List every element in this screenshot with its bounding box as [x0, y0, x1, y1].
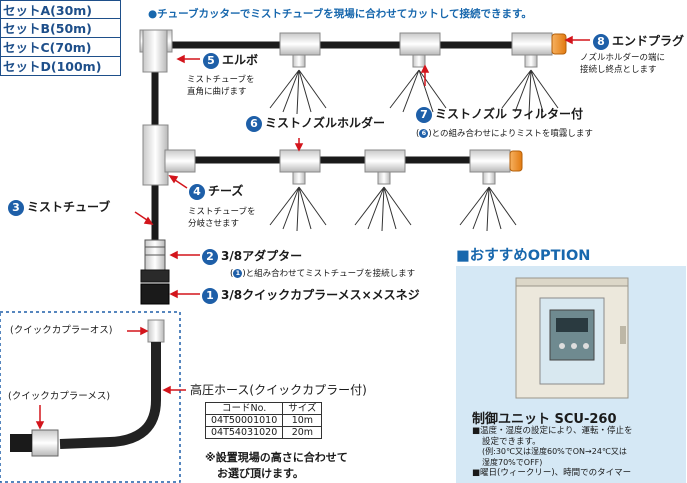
control-unit-image	[515, 277, 629, 399]
desc-text: )との組み合わせによりミストを噴霧します	[428, 129, 593, 139]
elbow-name: エルボ	[222, 53, 259, 67]
coupler-male-callout: (クイックカプラーオス)	[10, 325, 113, 336]
callout-arrows	[35, 35, 590, 430]
number-badge: 8	[593, 33, 609, 50]
set-item: セットD(100m)	[0, 57, 121, 76]
number-badge: 6	[246, 115, 262, 132]
coupler-female-name: 3/8クイックカプラーメス×メスネジ	[221, 288, 420, 302]
hose-note: ※設置現場の高さに合わせて お選び頂けます。	[205, 449, 348, 481]
desc-text: )と組み合わせてミストチューブを接続します	[242, 269, 416, 279]
mist-tube-name: ミストチューブ	[27, 200, 111, 214]
set-item: セットB(50m)	[0, 19, 121, 38]
desc-line: 直角に曲げます	[187, 87, 247, 97]
table-cell: 04T50001010	[204, 414, 284, 427]
control-unit-desc: ■温度・湿度の設定により、運転・停止を 設定できます。 (例:30℃又は湿度60…	[472, 426, 633, 479]
number-badge: 1	[233, 269, 243, 278]
elbow-desc: ミストチューブを 直角に曲げます	[187, 74, 255, 98]
nozzle-holders-top	[279, 32, 567, 68]
desc-line: 湿度70%でOFF)	[482, 457, 543, 467]
coupler-female-callout: (クイックカプラーメス)	[8, 391, 111, 402]
hose	[10, 319, 165, 457]
tees-desc: ミストチューブを 分岐させます	[188, 206, 256, 230]
desc-text: (	[230, 269, 234, 279]
hose-code-table: コードNo. サイズ 04T50001010 10m 04T54031020 2…	[204, 402, 323, 439]
headline: ●チューブカッターでミストチューブを現場に合わせてカットして接続できます。	[148, 8, 532, 20]
set-list: セットA(30m) セットB(50m) セットC(70m) セットD(100m)	[0, 0, 121, 76]
number-badge: 4	[189, 183, 205, 200]
number-badge: 2	[202, 248, 218, 265]
table-row: 04T54031020 20m	[204, 426, 323, 439]
hose-box	[0, 311, 181, 483]
nozzle-filter-desc: (6)との組み合わせによりミストを噴霧します	[416, 128, 593, 140]
desc-line: 設定できます。	[482, 436, 541, 447]
note-line: お選び頂けます。	[217, 467, 304, 480]
table-row: 04T50001010 10m	[204, 414, 323, 427]
desc-line: ■温度・湿度の設定により、運転・停止を	[472, 426, 633, 436]
number-badge: 5	[203, 52, 219, 69]
desc-line: (例:30℃又は湿度60%でON→24℃又は	[482, 447, 627, 456]
desc-line: 接続し終点とします	[580, 65, 657, 75]
number-badge: 7	[416, 106, 432, 123]
number-badge: 1	[202, 287, 218, 304]
option-box: 制御ユニット SCU-260 ■温度・湿度の設定により、運転・停止を 設定できま…	[456, 266, 686, 483]
end-plug-name: エンドプラグ	[612, 34, 685, 48]
number-badge: 6	[419, 129, 429, 138]
desc-line: ミストチューブを	[188, 207, 256, 217]
option-title: ■おすすめOPTION	[456, 248, 591, 264]
desc-line: 分岐させます	[188, 219, 240, 229]
table-header-row: コードNo. サイズ	[204, 402, 323, 415]
control-unit-title: 制御ユニット SCU-260	[472, 412, 617, 427]
end-plug-desc: ノズルホルダーの端に 接続し終点とします	[580, 52, 665, 76]
set-item: セットC(70m)	[0, 38, 121, 57]
adapter-desc: (1)と組み合わせてミストチューブを接続します	[230, 268, 415, 280]
tees-name: チーズ	[208, 184, 244, 198]
desc-line: ミストチューブを	[187, 75, 255, 85]
nozzle-filter-name: ミストノズル フィルター付	[435, 107, 583, 121]
column-header: サイズ	[282, 402, 323, 415]
hose-title: 高圧ホース(クイックカプラー付)	[190, 383, 367, 397]
nozzle-holder-name: ミストノズルホルダー	[265, 116, 386, 130]
adapter-assembly	[140, 239, 170, 305]
set-item: セットA(30m)	[0, 0, 121, 19]
desc-text: (	[416, 129, 420, 139]
tees-fitting	[142, 124, 196, 186]
adapter-name: 3/8アダプター	[221, 249, 303, 263]
number-badge: 3	[8, 199, 24, 216]
note-line: ※設置現場の高さに合わせて	[205, 451, 348, 464]
column-header: コードNo.	[204, 402, 284, 415]
table-cell: 04T54031020	[204, 426, 284, 439]
table-cell: 20m	[282, 426, 323, 439]
desc-line: ■曜日(ウィークリー)、時間でのタイマー	[472, 468, 632, 478]
desc-line: ノズルホルダーの端に	[580, 53, 666, 63]
elbow-fitting	[139, 29, 173, 73]
table-cell: 10m	[282, 414, 323, 427]
mist-spray	[269, 69, 559, 232]
nozzle-holders-mid	[279, 149, 523, 185]
